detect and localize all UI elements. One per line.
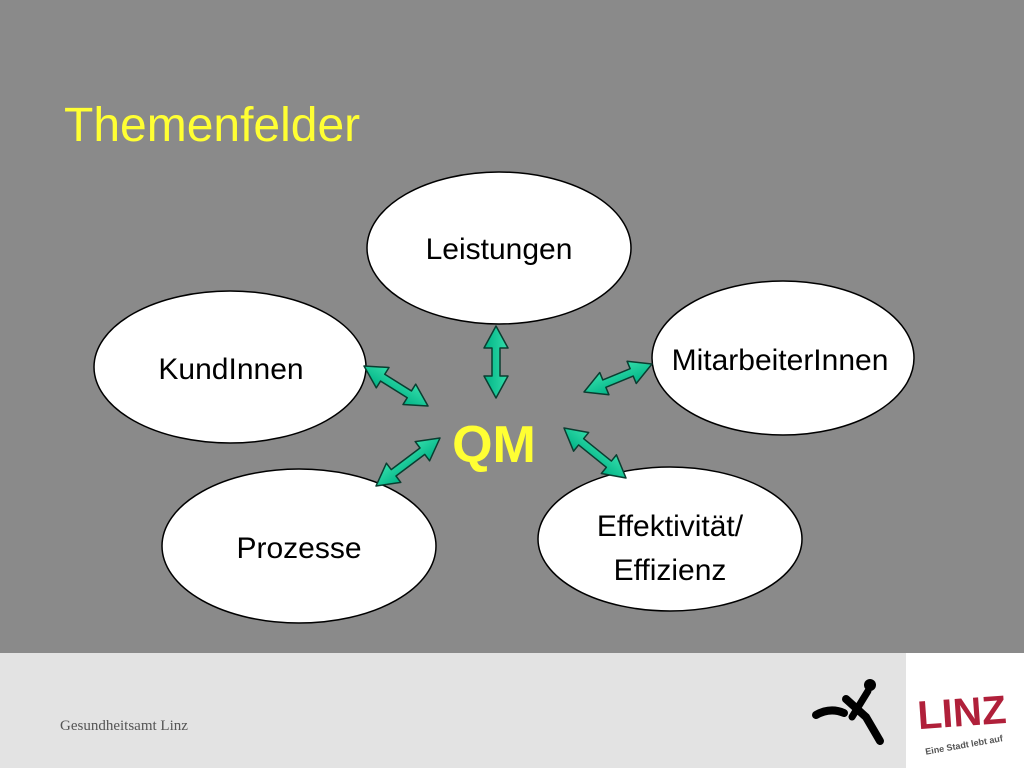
node-leistungen bbox=[366, 171, 632, 325]
linz-logo-icon: LINZ Eine Stadt lebt auf bbox=[916, 688, 1008, 757]
qm-diagram: Leistungen KundInnen MitarbeiterInnen Pr… bbox=[93, 171, 915, 624]
slide-title: Themenfelder bbox=[64, 99, 361, 152]
node-effektivitaet bbox=[537, 466, 803, 612]
label-kundinnen: KundInnen bbox=[158, 353, 303, 386]
node-prozesse bbox=[161, 468, 437, 624]
footer-org-name: Gesundheitsamt Linz bbox=[60, 718, 188, 734]
linz-logo-text: LINZ bbox=[916, 688, 1008, 738]
node-mitarbeiterinnen bbox=[651, 280, 915, 436]
runner-logo-icon bbox=[812, 679, 884, 745]
label-prozesse: Prozesse bbox=[236, 532, 361, 565]
label-leistungen: Leistungen bbox=[426, 233, 573, 266]
arrow-qm-effektivitaet bbox=[563, 427, 627, 479]
label-effektivitaet-line2: Effizienz bbox=[614, 554, 727, 587]
linz-logo-panel bbox=[906, 653, 1024, 768]
arrow-group bbox=[363, 325, 653, 487]
arrow-qm-leistungen bbox=[483, 325, 509, 399]
label-effektivitaet-line1: Effektivität/ bbox=[597, 510, 744, 543]
arrow-qm-kundinnen bbox=[363, 365, 429, 407]
arrow-qm-mitarbeiterinnen bbox=[583, 360, 653, 396]
label-mitarbeiterinnen: MitarbeiterInnen bbox=[672, 344, 889, 377]
center-qm-label: QM bbox=[452, 416, 536, 474]
arrow-qm-prozesse bbox=[375, 437, 441, 487]
